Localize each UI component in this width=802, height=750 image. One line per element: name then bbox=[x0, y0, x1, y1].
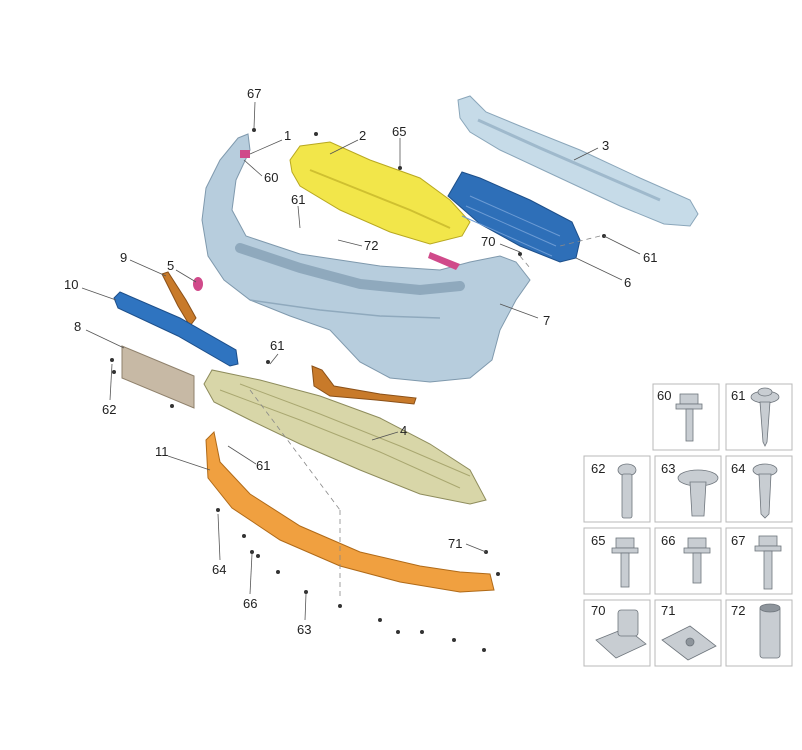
lower-trim-right bbox=[311, 365, 417, 405]
callout-62: 62 bbox=[102, 402, 116, 417]
legend-label-65: 65 bbox=[591, 533, 605, 548]
callout-72: 72 bbox=[364, 238, 378, 253]
legend-cell-60: 60 bbox=[652, 383, 720, 451]
legend-label-67: 67 bbox=[731, 533, 745, 548]
lower-spoiler bbox=[205, 430, 495, 593]
callout-4: 4 bbox=[400, 423, 407, 438]
speed-nut-icon bbox=[661, 625, 717, 661]
legend-label-66: 66 bbox=[661, 533, 675, 548]
legend-label-72: 72 bbox=[731, 603, 745, 618]
callout-2: 2 bbox=[359, 128, 366, 143]
legend-cell-70: 70 bbox=[583, 599, 651, 667]
callout-70: 70 bbox=[481, 234, 495, 249]
callout-65: 65 bbox=[392, 124, 406, 139]
callout-7: 7 bbox=[543, 313, 550, 328]
blue-strip bbox=[113, 291, 239, 367]
legend-cell-63: 63 bbox=[654, 455, 722, 523]
legend-cell-65: 65 bbox=[583, 527, 651, 595]
callout-61-top: 61 bbox=[291, 192, 305, 207]
legend-label-60: 60 bbox=[657, 388, 671, 403]
screw-washer-icon bbox=[750, 387, 780, 447]
callout-5: 5 bbox=[167, 258, 174, 273]
legend-label-61: 61 bbox=[731, 388, 745, 403]
legend-label-70: 70 bbox=[591, 603, 605, 618]
hex-bolt-long-icon bbox=[754, 535, 782, 590]
legend-cell-61: 61 bbox=[725, 383, 793, 451]
callout-60: 60 bbox=[264, 170, 278, 185]
hex-bolt-icon bbox=[611, 537, 639, 588]
callout-11: 11 bbox=[155, 444, 169, 459]
cage-nut-icon bbox=[595, 609, 647, 659]
legend-cell-66: 66 bbox=[654, 527, 722, 595]
side-trim-9 bbox=[161, 271, 197, 327]
fasteners bbox=[110, 128, 606, 652]
callout-61-right: 61 bbox=[643, 250, 657, 265]
rivet-nut-icon bbox=[759, 603, 781, 659]
callout-3: 3 bbox=[602, 138, 609, 153]
push-clip-icon bbox=[677, 469, 719, 517]
grille bbox=[447, 171, 581, 263]
hex-bolt-short-icon bbox=[683, 537, 711, 584]
callout-6: 6 bbox=[624, 275, 631, 290]
bolt-flange-icon bbox=[675, 393, 703, 442]
part-72-bracket bbox=[428, 252, 460, 270]
callout-63: 63 bbox=[297, 622, 311, 637]
part-1-bracket bbox=[240, 150, 250, 158]
callout-1: 1 bbox=[284, 128, 291, 143]
legend-label-71: 71 bbox=[661, 603, 675, 618]
callout-8: 8 bbox=[74, 319, 81, 334]
legend-cell-64: 64 bbox=[725, 455, 793, 523]
fastener-legend: 60 61 62 63 bbox=[583, 383, 793, 667]
legend-cell-67: 67 bbox=[725, 527, 793, 595]
undertray bbox=[203, 369, 487, 505]
callout-66: 66 bbox=[243, 596, 257, 611]
yellow-absorber bbox=[289, 141, 471, 245]
bumper-beam bbox=[457, 95, 699, 227]
callout-61-mid: 61 bbox=[270, 338, 284, 353]
legend-cell-72: 72 bbox=[725, 599, 793, 667]
callout-71: 71 bbox=[448, 536, 462, 551]
callout-64: 64 bbox=[212, 562, 226, 577]
license-plate-bracket bbox=[121, 345, 195, 409]
callout-61-low: 61 bbox=[256, 458, 270, 473]
leader-lines bbox=[81, 101, 641, 621]
bumper-cover bbox=[201, 133, 531, 383]
self-tapping-screw-icon bbox=[752, 463, 778, 519]
callout-9: 9 bbox=[120, 250, 127, 265]
legend-label-63: 63 bbox=[661, 461, 675, 476]
callout-10: 10 bbox=[64, 277, 78, 292]
legend-cell-62: 62 bbox=[583, 455, 651, 523]
callout-67: 67 bbox=[247, 86, 261, 101]
legend-label-62: 62 bbox=[591, 461, 605, 476]
clip-5 bbox=[193, 277, 203, 291]
legend-label-64: 64 bbox=[731, 461, 745, 476]
legend-cell-71: 71 bbox=[654, 599, 722, 667]
callouts: 67 1 2 65 3 60 61 72 70 61 6 9 5 7 10 8 … bbox=[64, 86, 657, 637]
torx-screw-icon bbox=[617, 463, 637, 519]
